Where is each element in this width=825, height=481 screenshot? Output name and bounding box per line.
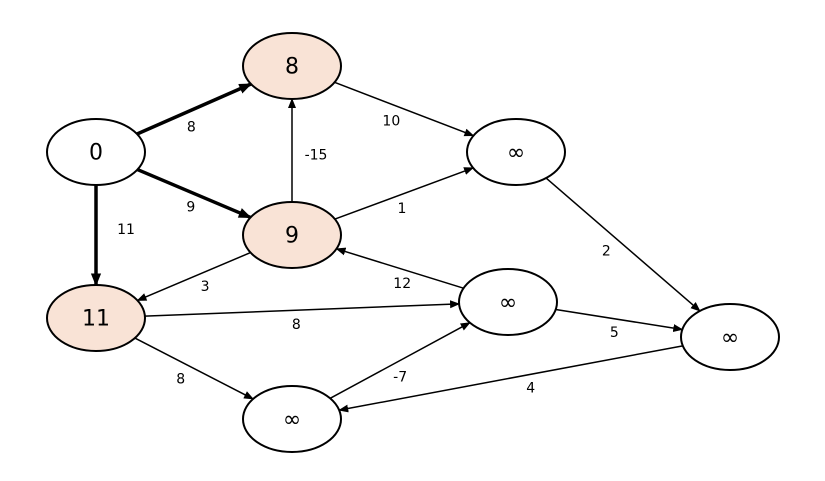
node-ellipse [242, 385, 342, 453]
edge-weight-label: 1 [397, 201, 406, 217]
edge-weight-label: 8 [292, 317, 301, 333]
edge-d-to-f [144, 300, 461, 317]
edge-f-to-c [335, 247, 464, 289]
node-distance-label: 8 [285, 55, 299, 80]
node-ellipse [242, 201, 342, 269]
edge-weight-label: 4 [526, 381, 535, 397]
node-ellipse [242, 32, 342, 100]
node-distance-label: ∞ [721, 326, 739, 351]
edge-c-to-d [136, 251, 251, 302]
edges-layer [90, 81, 701, 413]
edge-weight-label: 2 [602, 243, 611, 259]
edge-c-to-e [334, 167, 475, 220]
node-distance-label: 9 [285, 224, 299, 249]
node-distance-label: ∞ [507, 141, 525, 166]
edge-weight-label: 10 [382, 113, 400, 129]
node-ellipse [46, 118, 146, 186]
edge-weight-label: 12 [393, 276, 411, 292]
node-h: ∞ [242, 385, 342, 453]
edge-d-to-h [134, 337, 254, 400]
node-b: 8 [242, 32, 342, 100]
node-distance-label: 11 [82, 307, 110, 332]
edge-weight-label: 11 [117, 222, 135, 238]
node-distance-label: 0 [89, 141, 103, 166]
edge-g-to-h [338, 345, 683, 413]
node-ellipse [46, 284, 146, 352]
node-g: ∞ [680, 303, 780, 371]
edge-weight-label: 9 [186, 199, 195, 215]
node-distance-label: ∞ [283, 408, 301, 433]
edge-weight-label: 5 [610, 325, 619, 341]
edge-labels-layer: 8 9 11 -15 10 1 3 12 2 8 8 5 -7 4 [117, 113, 619, 396]
node-ellipse [680, 303, 780, 371]
node-distance-label: ∞ [499, 291, 517, 316]
node-a: 0 [46, 118, 146, 186]
edge-weight-label: -7 [393, 369, 407, 385]
node-ellipse [458, 268, 558, 336]
edge-weight-label: 3 [201, 279, 210, 295]
node-e: ∞ [466, 118, 566, 186]
edge-a-to-c [136, 167, 252, 220]
edge-weight-label: 8 [187, 120, 196, 136]
node-d: 11 [46, 284, 146, 352]
nodes-layer: 0 8 9 11 ∞ ∞ ∞ ∞ [46, 32, 780, 453]
edge-weight-label: -15 [305, 148, 328, 164]
edge-b-to-e [334, 81, 475, 137]
edge-f-to-g [555, 308, 684, 333]
node-ellipse [466, 118, 566, 186]
edge-h-to-f [329, 322, 471, 399]
edge-weight-label: 8 [176, 372, 185, 388]
edge-e-to-g [545, 177, 701, 312]
edge-a-to-b [136, 82, 253, 136]
node-c: 9 [242, 201, 342, 269]
node-f: ∞ [458, 268, 558, 336]
